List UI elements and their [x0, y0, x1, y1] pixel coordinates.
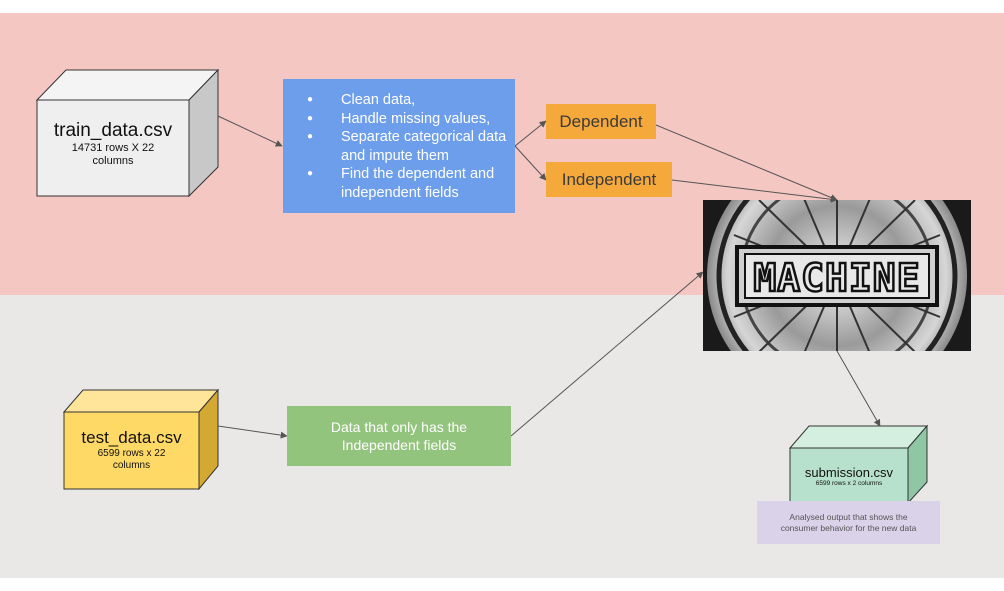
train-data-title: train_data.csv — [53, 120, 173, 141]
test-data-subtitle: 6599 rows x 22 columns — [97, 448, 166, 471]
submission-label: submission.csv 6599 rows x 2 columns — [790, 465, 908, 488]
test-data-title: test_data.csv — [81, 428, 182, 447]
train-data-subtitle: 14731 rows X 22 columns — [71, 142, 155, 167]
arrow-train-to-process — [217, 115, 283, 147]
step-handle-missing: Handle missing values, — [283, 110, 515, 129]
submission-cube — [788, 424, 929, 505]
independent-fields-box: Data that only has the Independent field… — [287, 406, 511, 466]
arrow-machine-to-submission — [836, 350, 881, 427]
connectors — [217, 115, 881, 439]
preprocessing-steps: Clean data, Handle missing values, Separ… — [283, 91, 515, 202]
preprocessing-box: Clean data, Handle missing values, Separ… — [283, 79, 515, 213]
output-note: Analysed output that shows the consumer … — [757, 501, 940, 544]
arrow-dependent-to-machine — [655, 124, 838, 201]
arrow-test-to-fields — [217, 425, 288, 439]
arrow-process-to-independent — [514, 145, 547, 181]
arrow-process-to-dependent — [514, 120, 547, 147]
submission-title: submission.csv — [804, 465, 894, 480]
test-data-cube — [62, 388, 220, 491]
train-data-label: train_data.csv 14731 rows X 22 columns — [37, 120, 189, 168]
machine-label: MACHINE — [753, 256, 920, 300]
step-find-fields: Find the dependent and independent field… — [283, 165, 515, 202]
output-note-text: Analysed output that shows the consumer … — [780, 511, 917, 533]
dependent-tag: Dependent — [546, 104, 656, 139]
step-separate-categorical: Separate categorical data and impute the… — [283, 128, 515, 165]
submission-subtitle: 6599 rows x 2 columns — [815, 480, 883, 487]
independent-tag: Independent — [546, 162, 672, 197]
test-data-label: test_data.csv 6599 rows x 22 columns — [64, 428, 199, 472]
train-data-cube — [35, 68, 220, 198]
independent-fields-text: Data that only has the Independent field… — [330, 419, 468, 453]
machine-image: MACHINE — [703, 200, 971, 351]
step-clean-data: Clean data, — [283, 91, 515, 110]
arrow-independent-to-machine — [671, 179, 838, 203]
arrow-fields-to-machine — [510, 271, 704, 437]
